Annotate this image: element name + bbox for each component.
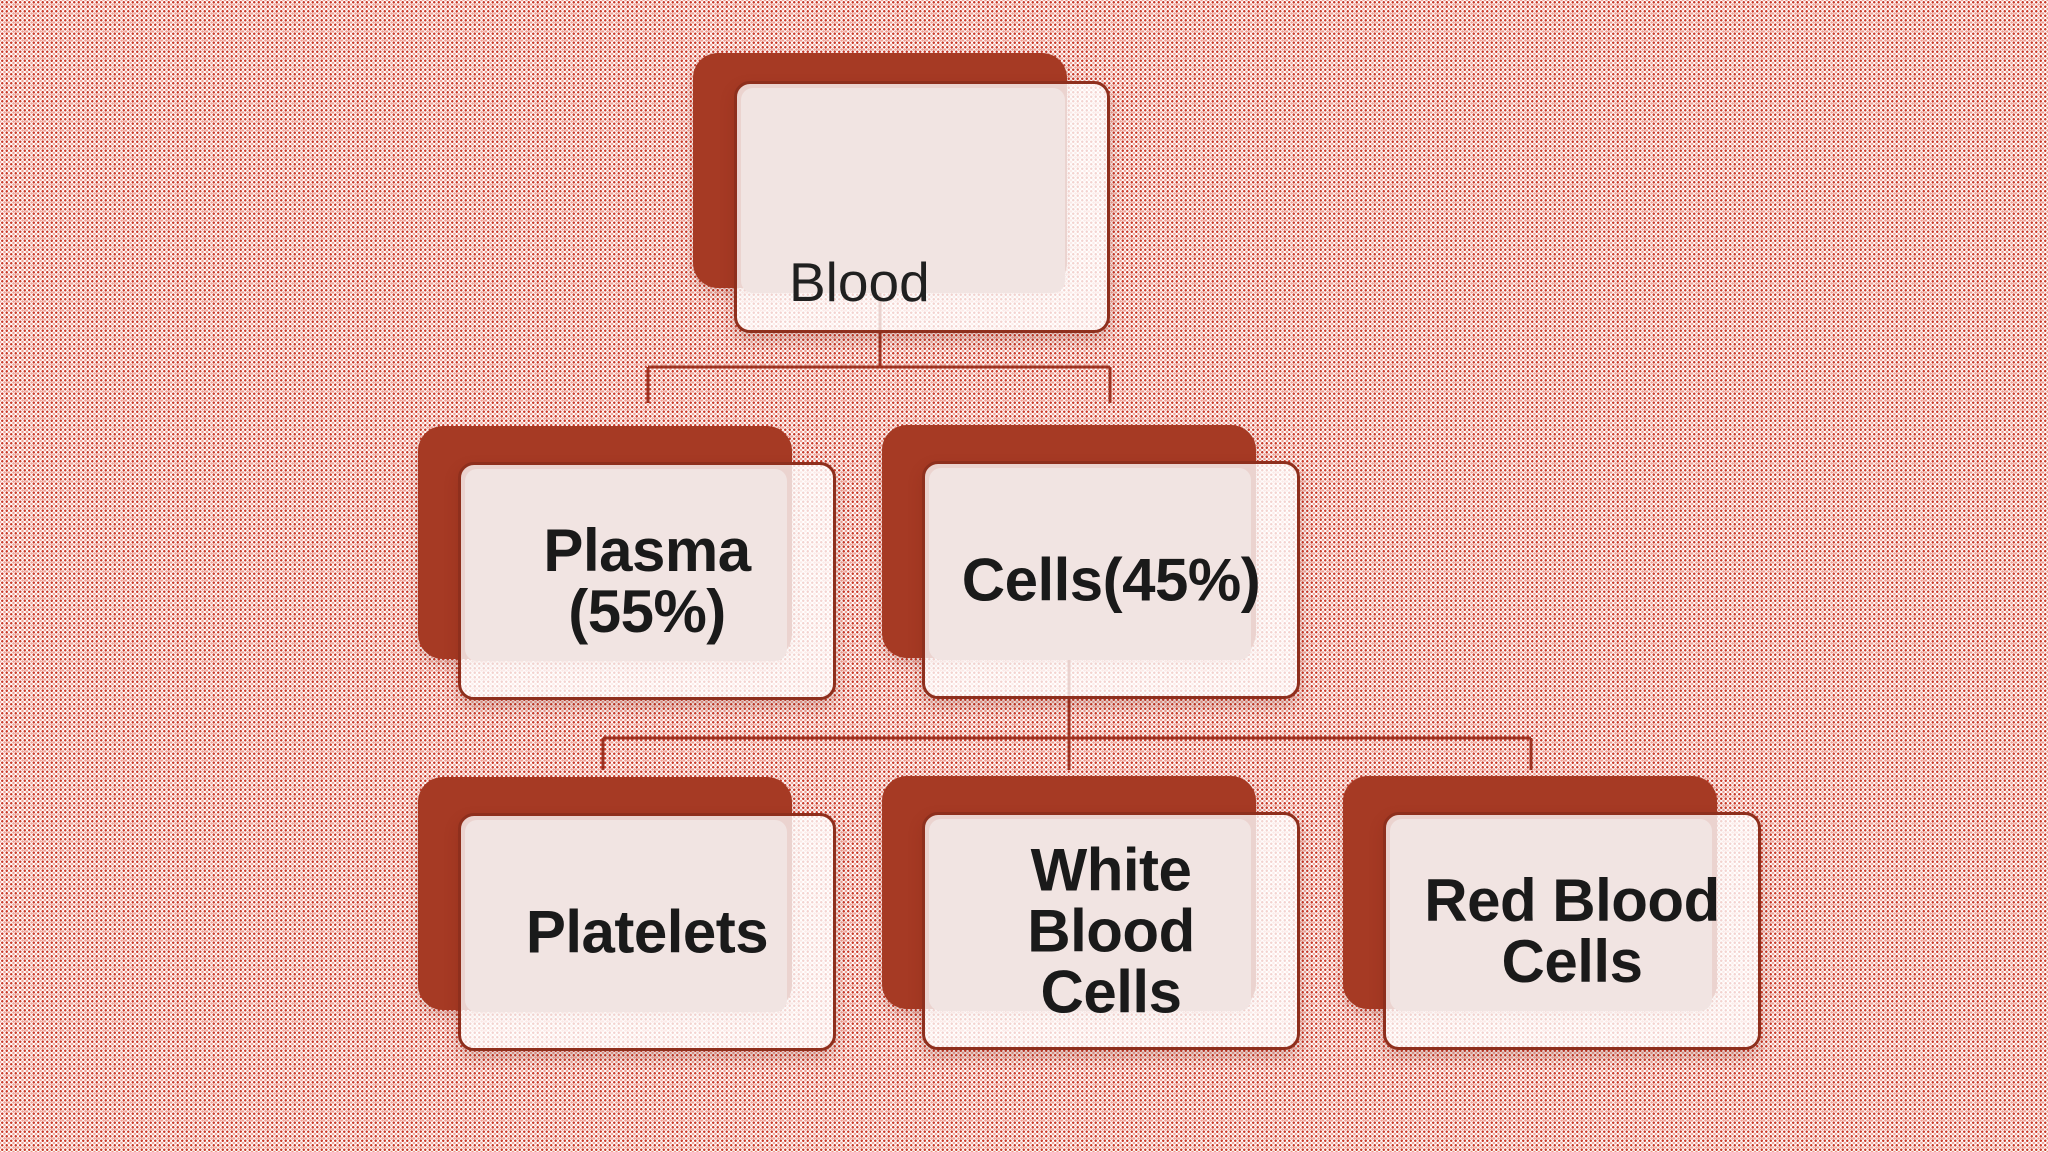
blood-label: Blood: [789, 251, 930, 313]
white-blood-cells-pink-panel: [929, 819, 1251, 1011]
cells-card: Cells(45%): [922, 461, 1300, 699]
white-blood-cells-card: White Blood Cells: [922, 812, 1300, 1050]
plasma-label: Plasma (55%): [543, 517, 751, 645]
platelets-card: Platelets: [458, 813, 836, 1051]
cells-label: Cells(45%): [961, 546, 1261, 614]
blood-card: Blood: [734, 81, 1110, 333]
red-blood-cells-card: Red Blood Cells: [1383, 812, 1761, 1050]
red-blood-cells-pink-panel: [1390, 819, 1712, 1011]
white-blood-cells-label: White Blood Cells: [1027, 836, 1195, 1026]
plasma-card: Plasma (55%): [458, 462, 836, 700]
blood-pink-panel: [741, 88, 1065, 293]
connector-cells-to-level3: [601, 653, 1533, 770]
platelets-pink-panel: [465, 820, 787, 1012]
plasma-pink-panel: [465, 469, 787, 661]
red-blood-cells-label: Red Blood Cells: [1424, 867, 1720, 995]
platelets-label: Platelets: [525, 898, 769, 966]
cells-pink-panel: [929, 468, 1251, 660]
